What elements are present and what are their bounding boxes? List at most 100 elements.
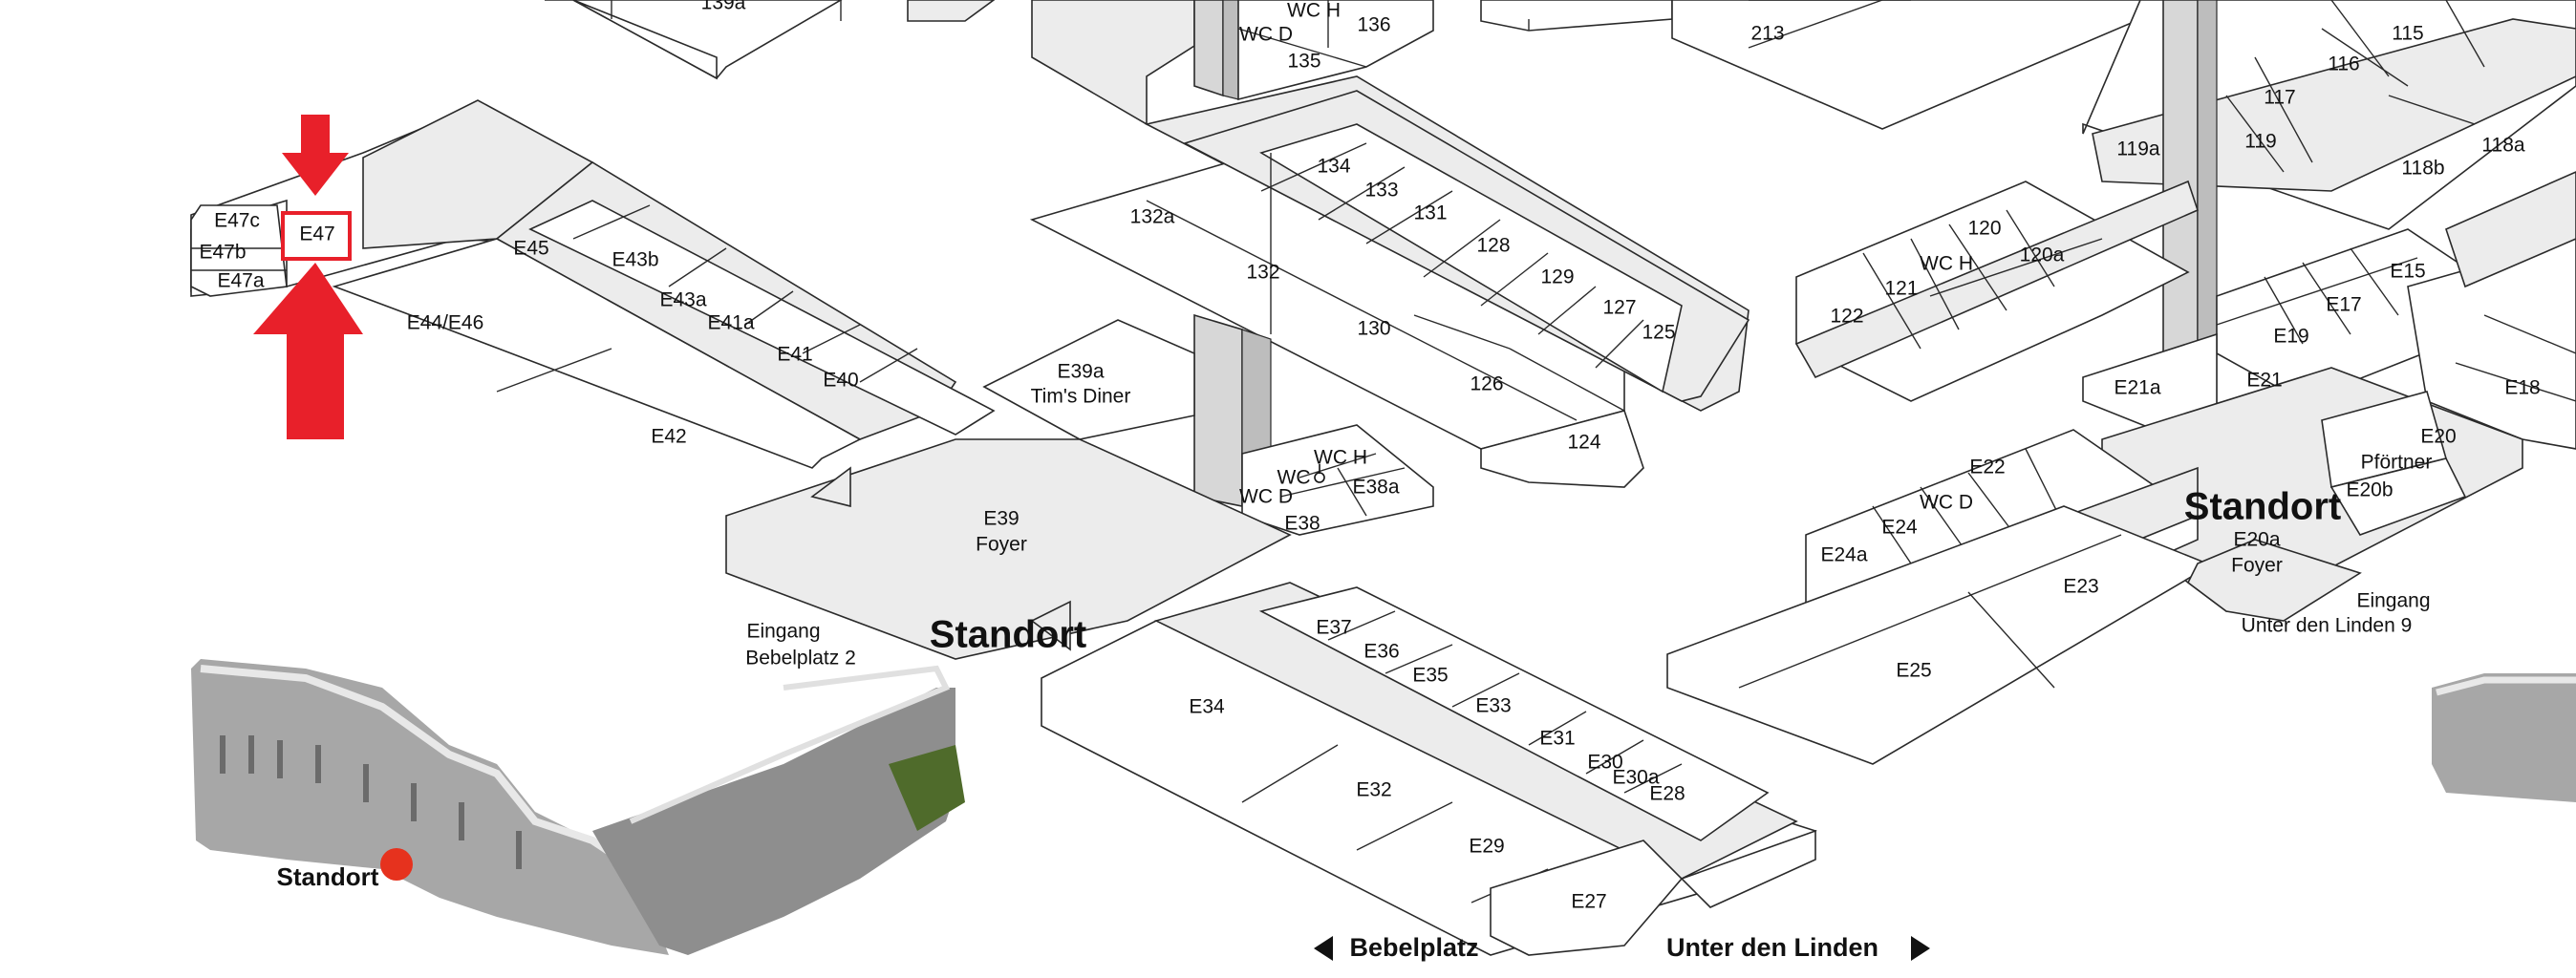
- room-label: 119a: [2116, 138, 2159, 160]
- room-label: E32: [1356, 779, 1391, 801]
- room-label: E43a: [659, 289, 706, 311]
- room-label: E38: [1284, 513, 1320, 535]
- room-label: 115: [2392, 23, 2423, 45]
- entrance-label: Bebelplatz 2: [745, 648, 856, 670]
- room-label: 124: [1567, 432, 1600, 454]
- location-dot: [380, 848, 413, 881]
- right-middle-block: [1794, 180, 2199, 402]
- room-label: WC D: [1239, 486, 1293, 508]
- triangle-right-icon[interactable]: [1911, 936, 1930, 961]
- room-label: E43b: [612, 249, 658, 271]
- standort-label-right: Standort: [2184, 486, 2341, 528]
- top-left-room-139a: [545, 0, 843, 80]
- entrance-label: Eingang: [2356, 590, 2430, 612]
- room-label: E21: [2246, 370, 2282, 392]
- room-label: 120a: [2020, 244, 2065, 266]
- room-label: 117: [2264, 87, 2295, 109]
- triangle-left-icon[interactable]: [1314, 936, 1333, 961]
- building-photo-left: [191, 659, 965, 955]
- room-label: E22: [1969, 457, 2005, 478]
- room-label: Pförtner: [2361, 452, 2433, 474]
- room-label: E37: [1316, 617, 1351, 639]
- room-label: WC: [1277, 467, 1311, 489]
- room-label: Foyer: [976, 534, 1027, 556]
- room-label: 139a: [701, 0, 746, 14]
- top-entry-corridor: [907, 0, 1195, 126]
- tims-diner-room: [982, 319, 1195, 440]
- room-label: E34: [1189, 696, 1225, 718]
- lower-center-block: [1041, 582, 1817, 956]
- room-213-block: [1480, 0, 2141, 130]
- center-upper-block: [1029, 90, 1750, 488]
- room-label: E15: [2390, 261, 2425, 283]
- room-label: E45: [513, 238, 548, 260]
- room-label: 120: [1967, 218, 2001, 240]
- room-label: E17: [2326, 294, 2361, 316]
- room-label: WC D: [1920, 492, 1973, 514]
- room-label: E30a: [1612, 767, 1659, 789]
- location-labels: Standort Standort Standort Eingang Bebel…: [277, 486, 2431, 963]
- room-label: E25: [1896, 660, 1931, 682]
- room-label: 121: [1884, 278, 1918, 300]
- room-label: 118a: [2481, 135, 2524, 157]
- wheelchair-icon: [1314, 464, 1325, 483]
- room-label: 213: [1750, 23, 1784, 45]
- room-label: E47: [299, 223, 334, 245]
- room-label: E24a: [1820, 544, 1867, 566]
- room-label: E44/E46: [407, 312, 484, 334]
- top-shaft: [1193, 0, 1434, 101]
- room-label: WC H: [1287, 0, 1341, 22]
- room-label: E29: [1469, 836, 1504, 858]
- building-photo-right: [2432, 673, 2576, 802]
- room-label: E42: [651, 426, 686, 448]
- room-label: 118b: [2401, 158, 2444, 180]
- room-label: E35: [1412, 665, 1448, 687]
- room-label: WC D: [1239, 24, 1293, 46]
- room-labels: 139a 213 WC H WC D 136 135 115 116 117 1…: [199, 0, 2540, 913]
- room-label: 132a: [1130, 206, 1175, 228]
- street-label-bebelplatz[interactable]: Bebelplatz: [1349, 933, 1478, 962]
- room-label: 133: [1364, 180, 1398, 202]
- room-label: E41a: [707, 312, 754, 334]
- room-label: 126: [1470, 373, 1503, 395]
- room-label: E27: [1571, 891, 1606, 913]
- room-label: E20b: [2346, 479, 2393, 501]
- room-label: 131: [1413, 202, 1447, 224]
- room-label: E36: [1363, 641, 1399, 663]
- room-label: E30: [1587, 752, 1622, 774]
- foyer-e39: [725, 438, 1292, 660]
- left-wing: [190, 99, 996, 469]
- room-label: 130: [1357, 318, 1390, 340]
- room-label: E20: [2420, 426, 2456, 448]
- room-label: 119: [2244, 131, 2276, 153]
- room-label: E28: [1649, 783, 1685, 805]
- room-label: WC H: [1314, 447, 1367, 469]
- room-label: 136: [1357, 14, 1390, 36]
- room-label: WC H: [1920, 253, 1973, 275]
- room-label: 127: [1602, 297, 1636, 319]
- standort-label-photo: Standort: [277, 862, 379, 891]
- room-label: 135: [1287, 51, 1320, 73]
- room-label: E47c: [214, 210, 260, 232]
- street-label-unter-den-linden[interactable]: Unter den Linden: [1666, 933, 1878, 962]
- room-label: Tim's Diner: [1031, 386, 1131, 408]
- room-label: E38a: [1352, 477, 1399, 499]
- room-label: 129: [1540, 266, 1574, 288]
- standort-label-center: Standort: [930, 614, 1086, 656]
- room-label: E18: [2504, 377, 2540, 399]
- entrance-label: Eingang: [746, 621, 820, 643]
- room-label: E31: [1539, 728, 1575, 750]
- room-label: 116: [2328, 53, 2359, 75]
- right-bottom-block: [1666, 429, 2362, 765]
- room-label: 132: [1246, 262, 1279, 284]
- room-label: E33: [1475, 695, 1511, 717]
- room-label: Foyer: [2231, 555, 2283, 577]
- room-label: 128: [1476, 235, 1510, 257]
- room-label: 122: [1830, 306, 1863, 328]
- entrance-label: Unter den Linden 9: [2242, 615, 2413, 637]
- room-label: E20a: [2233, 529, 2280, 551]
- room-label: E47b: [199, 242, 246, 264]
- red-arrow-pointer-icon: [253, 115, 363, 439]
- room-label: E40: [823, 370, 858, 392]
